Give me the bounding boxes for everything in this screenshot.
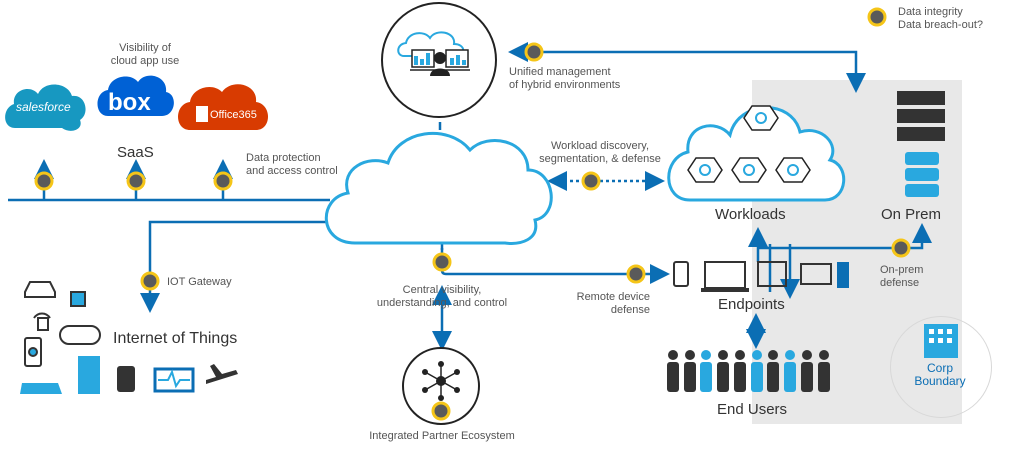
data-protection-label: Data protection and access control bbox=[246, 152, 338, 178]
management-line-1: Unified management bbox=[509, 66, 611, 78]
workloads-title: Workloads bbox=[715, 206, 786, 223]
corp-boundary-label: Corp Boundary bbox=[910, 362, 970, 388]
node-onprem bbox=[891, 238, 911, 258]
iot-title: Internet of Things bbox=[113, 330, 238, 347]
data-protection-line-2: and access control bbox=[246, 165, 338, 177]
legend-line-2: Data breach-out? bbox=[898, 19, 983, 31]
legend-label: Data integrity Data breach-out? bbox=[898, 6, 983, 32]
legend-line-1: Data integrity bbox=[898, 6, 963, 18]
salesforce-label: salesforce bbox=[16, 100, 71, 114]
saas-visibility-line-1: Visibility of bbox=[119, 42, 171, 54]
node-central bbox=[432, 252, 452, 272]
saas-title: SaaS bbox=[117, 144, 154, 161]
iot-icons bbox=[20, 281, 238, 394]
central-visibility-line-2: understanding, and control bbox=[376, 297, 508, 309]
remote-defense-line-1: Remote device bbox=[576, 291, 650, 303]
node-iot bbox=[140, 271, 160, 291]
onprem-defense-label: On-prem defense bbox=[880, 264, 923, 290]
node-remote bbox=[626, 264, 646, 284]
management-label: Unified management of hybrid environment… bbox=[509, 66, 620, 92]
remote-defense-line-2: defense bbox=[610, 304, 650, 316]
corp-boundary-line-1: Corp bbox=[926, 361, 953, 375]
endpoint-devices bbox=[673, 261, 849, 292]
workload-discovery-label: Workload discovery, segmentation, & defe… bbox=[525, 140, 675, 166]
corp-boundary-circle bbox=[890, 316, 992, 418]
management-connector bbox=[438, 42, 866, 130]
data-integrity-nodes bbox=[34, 7, 911, 421]
node-management bbox=[524, 42, 544, 62]
office365-label: Office365 bbox=[210, 109, 257, 121]
node-partner bbox=[431, 401, 451, 421]
saas-visibility-line-2: cloud app use bbox=[110, 55, 180, 67]
server-stack-icon bbox=[897, 91, 945, 197]
node-workload bbox=[581, 171, 601, 191]
data-protection-line-1: Data protection bbox=[246, 152, 321, 164]
office365-logo bbox=[178, 84, 268, 130]
central-visibility-label: Central visibility, understanding, and c… bbox=[362, 284, 522, 310]
central-visibility-line-1: Central visibility, bbox=[402, 284, 482, 296]
central-cloud bbox=[324, 132, 553, 245]
workload-discovery-line-1: Workload discovery, bbox=[550, 140, 650, 152]
saas-visibility-label: Visibility of cloud app use bbox=[95, 42, 195, 68]
management-line-2: of hybrid environments bbox=[509, 79, 621, 91]
box-label: box bbox=[108, 89, 151, 116]
partner-node bbox=[402, 347, 480, 425]
legend-node bbox=[867, 7, 887, 27]
iot-connector bbox=[140, 220, 330, 313]
end-users-title: End Users bbox=[717, 401, 788, 418]
remote-defense-label: Remote device defense bbox=[560, 291, 650, 317]
node-box bbox=[126, 171, 146, 191]
node-office bbox=[213, 171, 233, 191]
onprem-connector bbox=[746, 223, 932, 349]
endpoints-title: Endpoints bbox=[718, 296, 785, 313]
salesforce-logo bbox=[5, 84, 86, 131]
management-node bbox=[381, 2, 497, 118]
workloads-cloud bbox=[667, 105, 846, 202]
onprem-defense-line-2: defense bbox=[880, 277, 920, 289]
on-prem-title: On Prem bbox=[881, 206, 942, 223]
box-logo bbox=[97, 75, 174, 116]
corp-boundary-line-2: Boundary bbox=[914, 374, 966, 388]
node-salesforce bbox=[34, 171, 54, 191]
workload-discovery-line-2: segmentation, & defense bbox=[539, 153, 661, 165]
onprem-defense-line-1: On-prem bbox=[880, 264, 924, 276]
end-users-icons bbox=[667, 350, 830, 392]
iot-gateway-label: IOT Gateway bbox=[167, 276, 232, 288]
partner-ecosystem-label: Integrated Partner Ecosystem bbox=[369, 430, 515, 442]
